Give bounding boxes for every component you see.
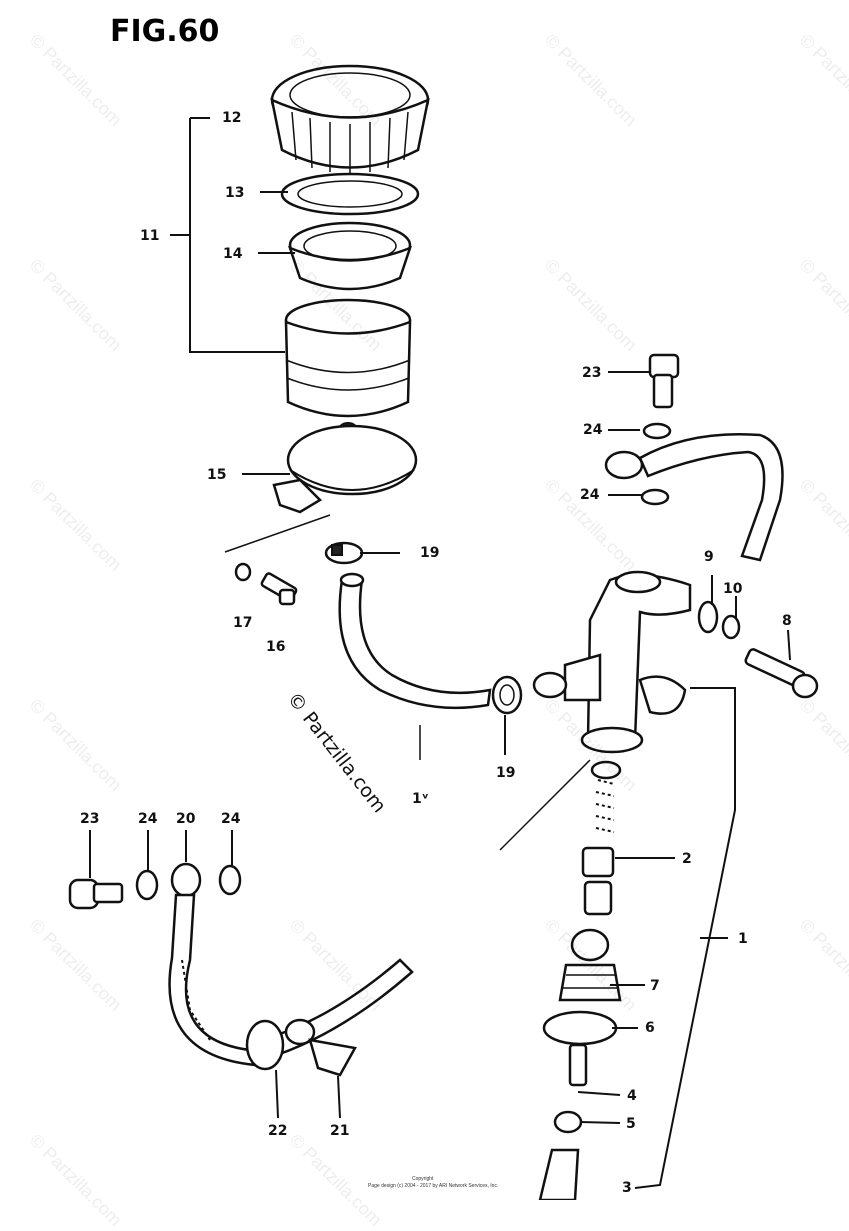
rod-end-3[interactable] (538, 1148, 580, 1200)
brake-hose-top[interactable] (604, 433, 784, 562)
clamp-21[interactable] (284, 1018, 357, 1077)
reservoir-cap[interactable] (270, 64, 430, 173)
clamp-19-bottom[interactable] (491, 675, 523, 715)
copyright-line-1: Copyright (412, 1176, 434, 1182)
label-9: 9 (704, 549, 714, 565)
label-8: 8 (782, 613, 792, 629)
label-23-top: 23 (582, 365, 602, 381)
label-24-a: 24 (583, 422, 603, 438)
label-12: 12 (222, 110, 242, 126)
hose-joint-22[interactable] (245, 1019, 285, 1071)
copyright-line-2: Page design (c) 2004 - 2017 by ARI Netwo… (368, 1183, 499, 1189)
label-5: 5 (626, 1116, 636, 1132)
reservoir-hose[interactable] (338, 572, 492, 710)
washer-17[interactable] (234, 562, 252, 582)
diaphragm[interactable] (287, 221, 413, 291)
label-6: 6 (645, 1020, 655, 1036)
label-19-bottom: 19 (496, 765, 516, 781)
label-17: 17 (233, 615, 253, 631)
label-2: 2 (682, 851, 692, 867)
label-23-bottom: 23 (80, 811, 100, 827)
leader-lines (89, 117, 791, 1189)
union-bolt-23-bottom[interactable] (68, 878, 124, 910)
label-11: 11 (140, 228, 160, 244)
union-bolt-23-top[interactable] (648, 353, 680, 409)
reservoir-holder[interactable] (272, 424, 418, 514)
push-rod-nut-6[interactable] (542, 1010, 618, 1087)
diaphragm-plate[interactable] (280, 172, 420, 216)
label-24-d: 24 (221, 811, 241, 827)
label-24-b: 24 (580, 487, 600, 503)
label-18: 1ᵛ (412, 791, 429, 807)
dust-boot[interactable] (558, 928, 622, 1002)
washer-9[interactable] (697, 600, 719, 634)
washer-24-a[interactable] (642, 422, 672, 440)
washer-24-c[interactable] (135, 869, 159, 901)
label-19-top: 19 (420, 545, 440, 561)
washer-24-d[interactable] (218, 864, 242, 896)
bolt-16[interactable] (260, 572, 298, 606)
label-1: 1 (738, 931, 748, 947)
label-24-c: 24 (138, 811, 158, 827)
washer-10[interactable] (721, 614, 741, 640)
reservoir-tank[interactable] (284, 298, 412, 434)
label-22: 22 (268, 1123, 288, 1139)
master-cylinder-body[interactable] (532, 570, 692, 754)
label-7: 7 (650, 978, 660, 994)
label-20: 20 (176, 811, 196, 827)
figure-title: FIG.60 (110, 14, 220, 49)
clamp-19-top[interactable] (324, 541, 364, 565)
label-21: 21 (330, 1123, 350, 1139)
label-4: 4 (627, 1088, 637, 1104)
label-14: 14 (223, 246, 243, 262)
label-3: 3 (622, 1180, 632, 1196)
label-13: 13 (225, 185, 245, 201)
label-15: 15 (207, 467, 227, 483)
nut-5[interactable] (553, 1110, 583, 1134)
piston-spring[interactable] (581, 760, 622, 916)
bolt-8[interactable] (744, 648, 819, 699)
label-16: 16 (266, 639, 286, 655)
label-10: 10 (723, 581, 743, 597)
parts-diagram (68, 64, 819, 1200)
washer-24-b[interactable] (640, 488, 670, 506)
